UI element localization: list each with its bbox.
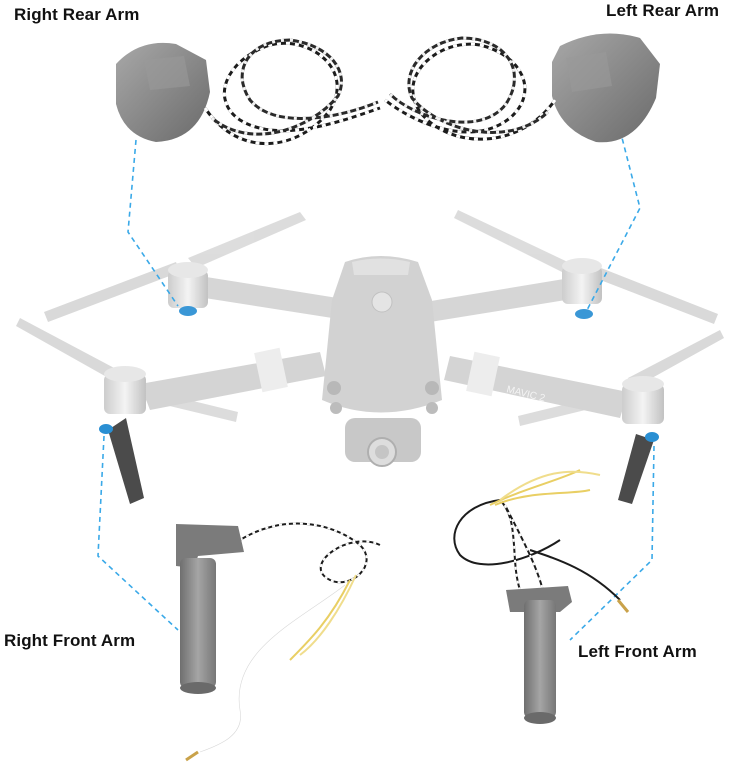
front-arm-right-body	[140, 352, 326, 410]
propeller-front-right	[16, 318, 118, 380]
wire-bundle-right-front	[185, 522, 381, 762]
label-left-front-arm: Left Front Arm	[578, 642, 697, 661]
propeller-rear-right	[454, 210, 572, 274]
label-left-rear-arm: Left Rear Arm	[606, 1, 720, 20]
rear-arm-left-body	[425, 278, 578, 322]
fuselage	[322, 256, 442, 413]
guide-left-front	[569, 445, 655, 641]
front-arm-leg-right	[180, 558, 216, 688]
propeller-rear-left	[188, 212, 306, 268]
motor-front-left	[622, 376, 664, 424]
front-arm-mount-right	[176, 524, 244, 568]
propeller-front-left	[628, 330, 724, 388]
label-right-rear-arm: Right Rear Arm	[14, 5, 140, 24]
left-front-arm-part	[453, 469, 630, 724]
propeller-rear-left-b	[44, 262, 180, 322]
rear-arm-right-body	[192, 276, 350, 320]
front-landing-leg-left	[618, 432, 659, 504]
wire-bundle-right-rear	[203, 38, 381, 145]
guide-right-front	[97, 435, 179, 631]
motor-rear-left	[562, 258, 602, 319]
guide-lines	[97, 129, 655, 641]
right-front-arm-part	[176, 522, 381, 762]
right-rear-arm-part	[116, 38, 381, 145]
gimbal-camera	[345, 418, 421, 467]
label-right-front-arm: Right Front Arm	[4, 631, 136, 650]
motor-front-right	[104, 366, 146, 414]
rear-cap-left	[552, 33, 660, 143]
motor-rear-right	[168, 262, 208, 316]
guide-right-rear	[127, 139, 179, 307]
top-sensor	[371, 291, 393, 313]
front-arm-leg-left	[524, 600, 556, 718]
wire-bundle-left-rear	[384, 36, 557, 141]
drone-body-group: MAVIC 2	[16, 210, 724, 467]
propeller-rear-right-b	[590, 266, 718, 324]
left-rear-arm-part	[384, 33, 660, 143]
rear-cap-right	[116, 42, 210, 142]
front-landing-leg-right	[99, 418, 144, 504]
